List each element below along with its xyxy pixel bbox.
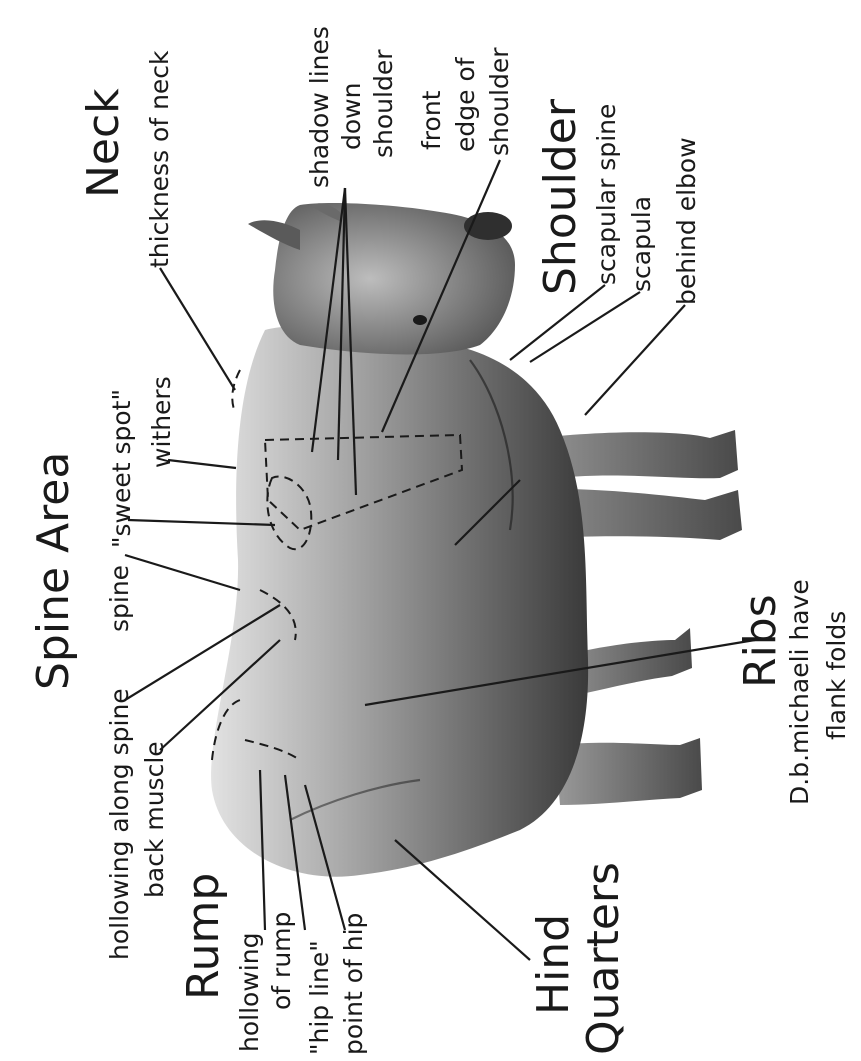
label-thickness-of-neck: thickness of neck <box>145 50 174 268</box>
label-withers: withers <box>147 376 176 468</box>
label-spine-area: Spine Area <box>28 452 79 690</box>
leader-behind-elbow <box>585 305 685 415</box>
label-behind-elbow: behind elbow <box>672 137 701 305</box>
label-scapula: scapula <box>627 196 656 292</box>
label-shadow-lines-line2: down <box>337 83 366 150</box>
neck-thickness-outline <box>232 370 240 412</box>
label-shadow-lines-line3: shoulder <box>369 49 398 158</box>
label-rump: Rump <box>178 873 229 1000</box>
label-scapular-spine: scapular spine <box>592 104 621 285</box>
leader-thickness-of-neck <box>160 268 235 390</box>
eye <box>413 315 427 325</box>
label-flank-note-line1: D.b.michaeli have <box>785 579 814 805</box>
label-hind: Hind <box>528 914 579 1015</box>
label-neck: Neck <box>78 88 129 198</box>
label-spine: spine <box>105 565 134 632</box>
label-shoulder: Shoulder <box>535 98 586 295</box>
label-shadow-lines-line1: shadow lines <box>305 26 334 188</box>
label-front-edge-line1: front <box>417 90 446 150</box>
label-hollowing-along-spine: hollowing along spine <box>105 688 134 960</box>
leader-hind-quarters <box>395 840 530 960</box>
label-sweet-spot: "sweet spot" <box>107 389 136 548</box>
rhino-body <box>211 327 588 877</box>
label-front-edge-line2: edge of <box>451 56 480 152</box>
rhino-illustration <box>211 203 742 877</box>
label-flank-note-line2: flank folds <box>822 611 851 740</box>
label-ribs: Ribs <box>735 594 786 688</box>
label-hip-line: "hip line" <box>305 940 334 1055</box>
label-point-of-hip: point of hip <box>339 913 368 1055</box>
leader-spine <box>125 555 240 590</box>
label-quarters: Quarters <box>578 862 629 1055</box>
label-hollowing-of-rump-line1: hollowing <box>235 933 264 1052</box>
leader-withers <box>168 460 236 468</box>
leader-scapula <box>530 292 640 362</box>
label-back-muscle: back muscle <box>140 741 169 898</box>
label-hollowing-of-rump-line2: of rump <box>267 912 296 1010</box>
label-front-edge-line3: shoulder <box>485 47 514 156</box>
